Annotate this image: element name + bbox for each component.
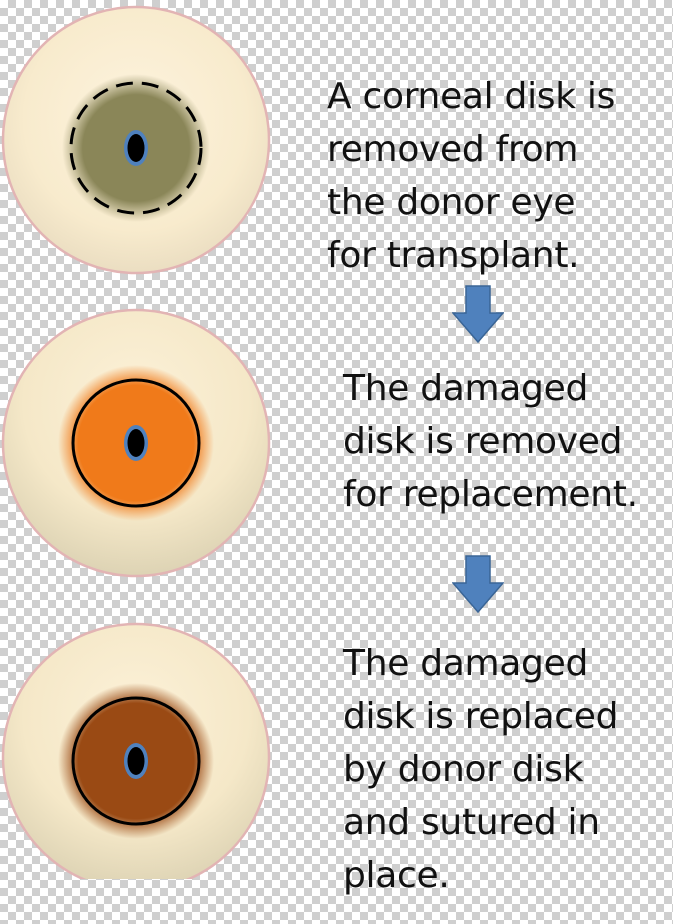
repaired-eye [0,607,272,879]
step-3-text: The damaged disk is replaced by donor di… [343,637,618,902]
down-arrow-icon [452,285,504,343]
step-2-text: The damaged disk is removed for replacem… [343,362,638,521]
recipient-eye [0,307,272,579]
pupil [128,429,145,457]
donor-eye [0,4,272,276]
pupil [128,747,145,775]
down-arrow-icon [452,555,504,613]
pupil [128,134,145,162]
step-1-text: A corneal disk is removed from the donor… [327,70,615,282]
